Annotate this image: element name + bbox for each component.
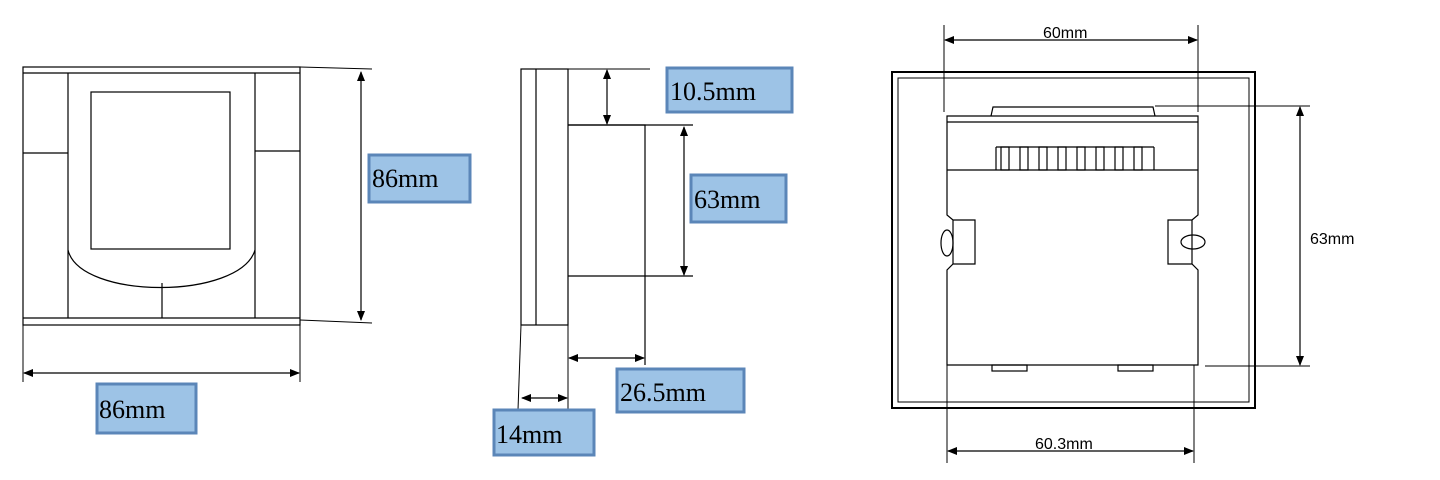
back-outer-frame	[891, 71, 1256, 409]
side-view: 10.5mm 63mm 26.5mm 14mm	[492, 66, 794, 457]
side-thickness-label: 14mm	[492, 408, 596, 457]
front-height-label: 86mm	[367, 153, 472, 204]
back-top-tab	[990, 106, 1156, 117]
front-panel-outline	[22, 66, 301, 326]
front-height-text: 86mm	[372, 164, 438, 193]
front-width-text: 86mm	[99, 395, 165, 424]
back-bottom-width-text: 60.3mm	[1035, 436, 1093, 453]
side-body-outline	[568, 124, 646, 365]
back-height-text: 63mm	[1310, 231, 1354, 248]
back-top-width-text: 60mm	[1043, 25, 1087, 42]
front-arc	[67, 249, 256, 288]
side-body-height-label: 63mm	[689, 173, 788, 224]
side-body-height-text: 63mm	[694, 185, 760, 214]
front-height-ext-top	[299, 66, 373, 70]
front-screen	[90, 91, 231, 250]
side-faceplate	[520, 68, 569, 326]
side-top-offset-text: 10.5mm	[670, 77, 756, 106]
side-top-offset-label: 10.5mm	[665, 66, 794, 114]
front-width-label: 86mm	[95, 382, 198, 435]
back-terminal-block	[995, 146, 1155, 171]
back-inner-frame	[897, 77, 1250, 403]
side-depth-text: 26.5mm	[620, 378, 706, 407]
side-thickness-text: 14mm	[496, 420, 562, 449]
back-left-screw-hole	[940, 229, 954, 257]
front-height-ext-bottom	[299, 319, 373, 324]
side-depth-label: 26.5mm	[615, 367, 746, 414]
back-view: 60mm 60.3mm 63mm	[891, 25, 1354, 463]
side-thickness-ext-left	[517, 324, 522, 411]
back-body-outline	[946, 115, 1199, 366]
front-view: 86mm 86mm	[22, 66, 472, 435]
back-bottom-tab-right	[1117, 364, 1154, 372]
back-right-screw-hole	[1180, 234, 1206, 250]
back-bottom-tab-left	[991, 364, 1028, 372]
